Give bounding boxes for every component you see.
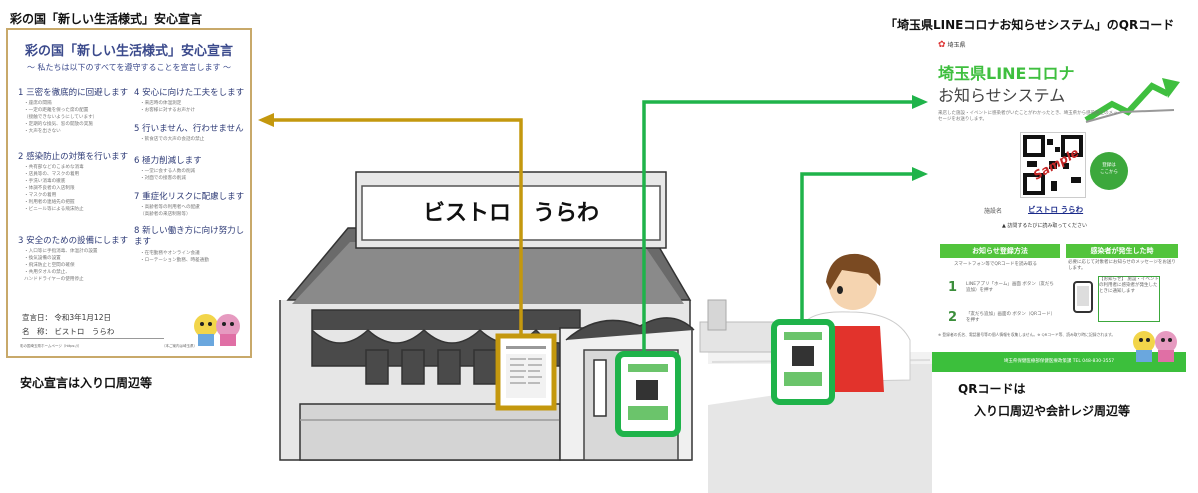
declaration-placement-caption: 安心宣言は入り口周辺等 (20, 374, 152, 391)
section-item: ・利用者の連絡先の把握 (24, 199, 134, 206)
section-item: ・座席の間隔 (24, 100, 134, 107)
declaration-subtitle: ～ 私たちは以下のすべてを遵守することを宣言します ～ (8, 62, 250, 73)
section-item: ・共有部などのこまめな消毒 (24, 164, 134, 171)
section-title: 1 三密を徹底的に回避します (18, 86, 134, 98)
declaration-section-6: 6 極力削減します ・一堂に会する人数の削減 ・対面での接客の削減 (134, 154, 250, 182)
section-item: ・一堂に会する人数の削減 (140, 168, 250, 175)
registration-heading: お知らせ登録方法 (940, 244, 1060, 258)
section-item: ・来店時の体温測定 (140, 100, 250, 107)
window-qr-poster (618, 354, 678, 434)
declaration-section-7: 7 重症化リスクに配慮します ・高齢者等の利用者への配慮 （高齢者の来店制限等） (134, 190, 250, 218)
saitama-logo: ✿ 埼玉県 (938, 40, 965, 50)
declaration-title: 彩の国「新しい生活様式」安心宣言 (8, 40, 250, 59)
line-poster-title-line1: 埼玉県LINEコロナ (938, 60, 1074, 84)
qr-code: Sample (1020, 132, 1086, 198)
section-item: ・一定の距離を保った席の配置 (24, 107, 134, 114)
line-corona-poster: ✿ 埼玉県 埼玉県LINEコロナ お知らせシステム 来店した施設・イベントに感染… (932, 36, 1186, 380)
register-badge-label: 登録は ここから (1090, 162, 1128, 176)
declaration-section-3: 3 安全のための設備にします ・入口等に手指消毒、体温計の設置 ・換気設備の設置… (18, 234, 134, 283)
section-item: ・店員等の、マスクの着用 (24, 171, 134, 178)
declaration-section-5: 5 行いません、行わせません ・飲食店での大声の会話の禁止 (134, 122, 250, 143)
section-item: ・ビニール等による飛沫防止 (24, 206, 134, 213)
section-title: 3 安全のための設備にします (18, 234, 134, 246)
step-1-text: LINEアプリ「ホーム」画面 ボタン（友だち追加）を押す (966, 282, 1058, 294)
visit-warning-text: ▲ 訪問するたびに読み取ってください (1002, 223, 1087, 229)
declaration-caption: 彩の国「新しい生活様式」安心宣言 (10, 10, 202, 27)
facility-label: 施設名 (984, 206, 1002, 215)
step-2-number: 2 (948, 310, 957, 325)
section-item: ・換気設備の設置 (24, 255, 134, 262)
smartphone-icon (1072, 280, 1094, 314)
qr-placement-caption-line1: QRコードは (958, 380, 1025, 397)
section-item: ・高齢者等の利用者への配慮 (140, 204, 250, 211)
line-poster-title-line2: お知らせシステム (938, 82, 1065, 106)
declaration-section-4: 4 安心に向けた工夫をします ・来店時の体温測定 ・お客様に対するお声かけ (134, 86, 250, 114)
section-item: ・定期的な換気、窓の開放の実施 (24, 121, 134, 128)
notice-message-box: 【お知らせ】 施設・イベントの利用者に感染者が発生したときに通知します (1098, 276, 1160, 322)
declaration-date: 宣言日： 令和3年1月12日 (22, 312, 111, 323)
section-title: 8 新しい働き方に向け努力します (134, 226, 250, 248)
section-item: ・対面での接客の削減 (140, 175, 250, 182)
section-title: 5 行いません、行わせません (134, 122, 250, 134)
section-item: ・飛沫防止と空間の確保 (24, 262, 134, 269)
declaration-poster: 彩の国「新しい生活様式」安心宣言 ～ 私たちは以下のすべてを遵守することを宣言し… (6, 28, 252, 358)
qr-caption: 「埼玉県LINEコロナお知らせシステム」のQRコード (885, 16, 1174, 33)
section-item: （接触できないようにしています） (24, 114, 134, 121)
step-2-text: 「友だち追加」画面の ボタン（QRコード）を押す (966, 312, 1058, 324)
section-item: ・マスクの着用 (24, 192, 134, 199)
facility-name: ビストロ うらわ (1028, 204, 1083, 215)
declaration-section-8: 8 新しい働き方に向け努力します ・在宅勤務やオンライン会議 ・ローテーション勤… (134, 226, 250, 264)
declaration-section-2: 2 感染防止の対策を行います ・共有部などのこまめな消毒 ・店員等の、マスクの着… (18, 150, 134, 213)
section-item: ・手洗い消毒の徹底 (24, 178, 134, 185)
section-item: ・入口等に手指消毒、体温計の設置 (24, 248, 134, 255)
section-item: ・大声を出さない (24, 128, 134, 135)
section-item: ・ローテーション勤務、時差通勤 (140, 257, 250, 264)
section-item: ・お客様に対するお声かけ (140, 107, 250, 114)
section-item: ・体調不良者の入店制限 (24, 185, 134, 192)
line-poster-description: 来店した施設・イベントに感染者がいたことがわかったとき、埼玉県から感染防止のメッ… (938, 111, 1118, 123)
section-item: （高齢者の来店制限等） (140, 211, 250, 218)
declaration-section-1: 1 三密を徹底的に回避します ・座席の間隔 ・一定の距離を保った席の配置 （接触… (18, 86, 134, 135)
shop-sign: ビストロ うらわ (362, 188, 660, 240)
section-title: 6 極力削減します (134, 154, 250, 166)
notification-heading: 感染者が発生した時 (1066, 244, 1178, 258)
counter-qr-poster (774, 322, 832, 402)
logo-text: 埼玉県 (947, 42, 965, 49)
step-1-number: 1 (948, 280, 957, 295)
section-item: ・在宅勤務やオンライン会議 (140, 250, 250, 257)
door-declaration-poster (498, 336, 554, 408)
section-item: ・飲食店での大声の会話の禁止 (140, 136, 250, 143)
section-item: ・共用タオルの禁止、 (24, 269, 134, 276)
section-title: 7 重症化リスクに配慮します (134, 190, 250, 202)
visit-warning: ▲ 訪問するたびに読み取ってください (1002, 222, 1087, 229)
section-title: 4 安心に向けた工夫をします (134, 86, 250, 98)
saitama-emblem-icon: ✿ (938, 40, 946, 50)
notice-message-text: 【お知らせ】 施設・イベントの利用者に感染者が発生したときに通知します (1099, 277, 1159, 295)
qr-placement-caption-line2: 入り口周辺や会計レジ周辺等 (974, 402, 1130, 419)
register-badge: 登録は ここから (1090, 152, 1128, 190)
notification-description: 必要に応じて対象者にお知らせのメッセージをお送りします。 (1068, 260, 1178, 272)
signature-line (22, 338, 164, 340)
section-title: 2 感染防止の対策を行います (18, 150, 134, 162)
declaration-footer-left: 彩の国埼玉県ホームページ（https://） (20, 344, 81, 349)
mascot-illustration (188, 308, 246, 348)
section-item: ハンドドライヤーの使用停止 (24, 276, 134, 283)
registration-description: スマートフォン等でQRコードを読み取る (954, 262, 1058, 268)
declaration-shop-name: 名 称： ビストロ うらわ (22, 326, 114, 337)
mascot-illustration-right (1128, 326, 1186, 364)
